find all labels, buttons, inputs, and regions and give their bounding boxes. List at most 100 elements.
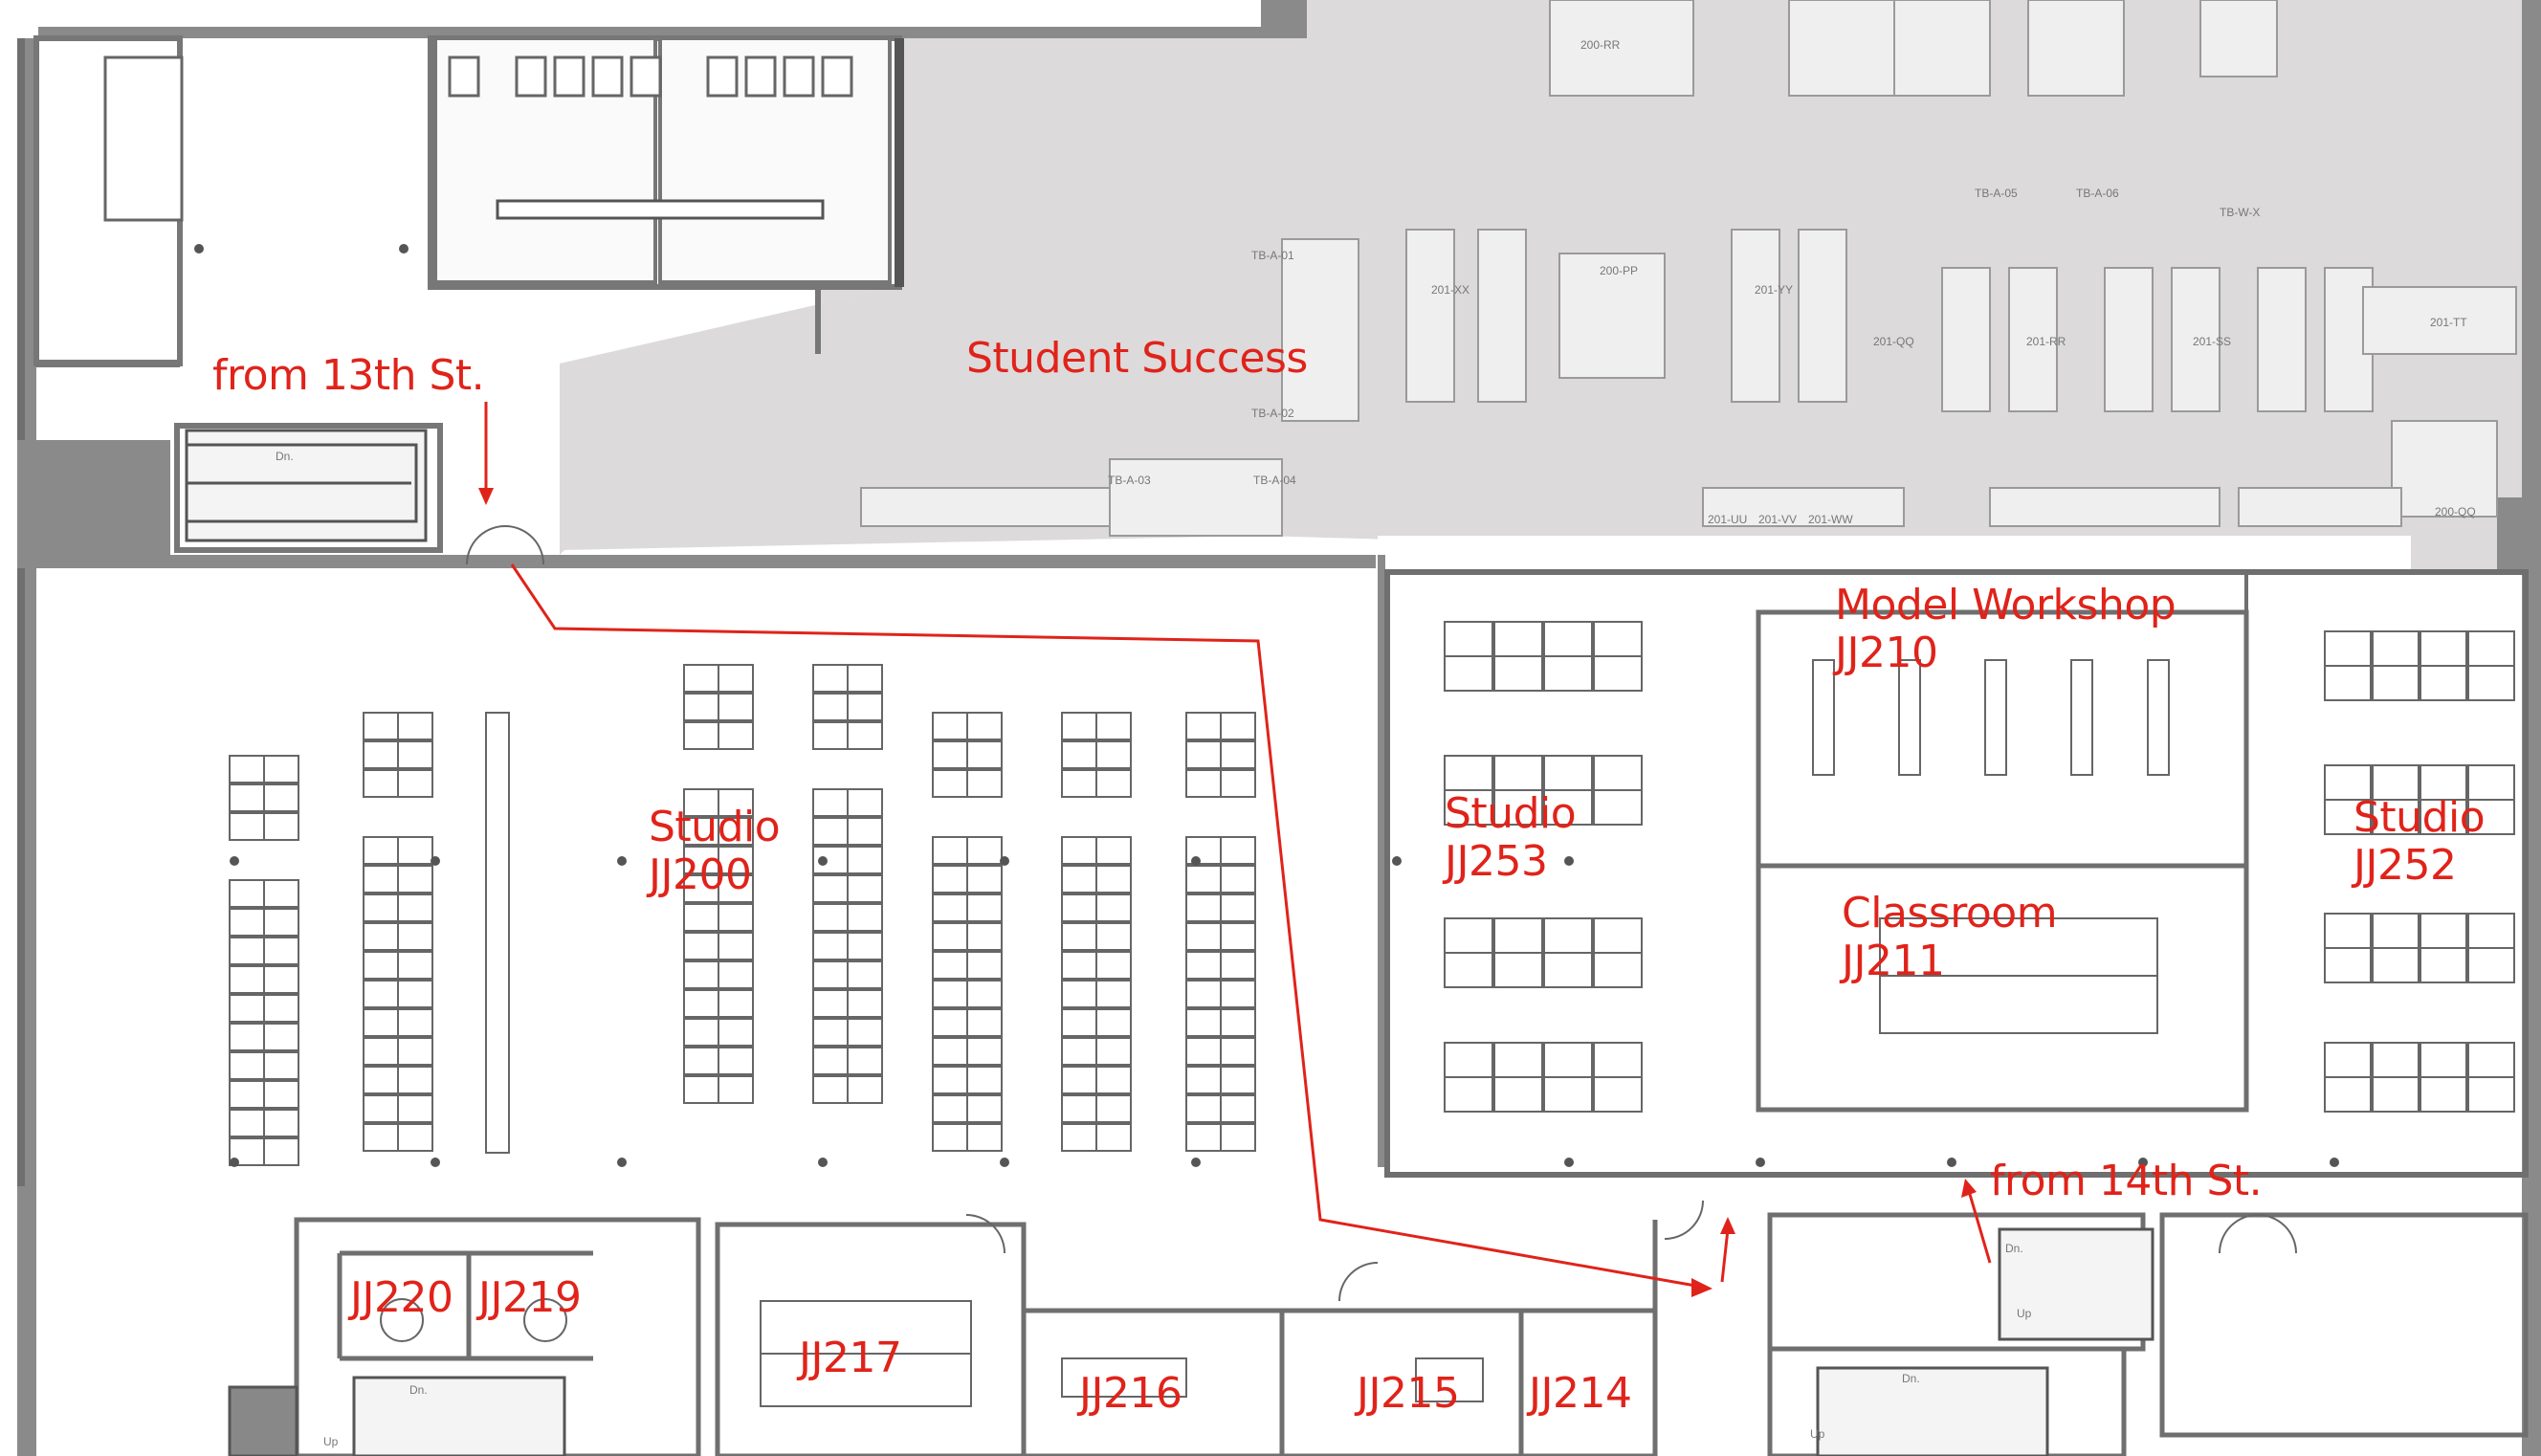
tag-dn4: Dn. xyxy=(2005,1242,2023,1255)
desk xyxy=(718,960,754,989)
desk xyxy=(1061,836,1097,865)
desk xyxy=(1185,1008,1222,1037)
desk xyxy=(229,908,265,937)
desk xyxy=(812,874,849,903)
desk xyxy=(263,812,299,841)
desk xyxy=(263,965,299,994)
desk xyxy=(1493,952,1543,988)
desk xyxy=(2467,1042,2515,1078)
desk xyxy=(363,893,399,922)
desk xyxy=(932,769,968,798)
tag-201qq: 201-QQ xyxy=(1873,335,1914,348)
desk xyxy=(2372,1076,2419,1113)
desk xyxy=(1185,865,1222,893)
desk xyxy=(1444,1042,1493,1078)
desk xyxy=(812,1075,849,1104)
label-studio-jj252: Studio JJ252 xyxy=(2353,793,2486,890)
desk xyxy=(812,693,849,721)
walking-route xyxy=(484,402,1992,1289)
column xyxy=(1191,1158,1201,1167)
desk xyxy=(1493,621,1543,657)
desk xyxy=(229,1023,265,1051)
desk xyxy=(263,783,299,812)
desk xyxy=(1543,621,1593,657)
desk xyxy=(847,817,883,846)
desk xyxy=(966,740,1003,769)
desk xyxy=(2372,799,2419,835)
desk xyxy=(1095,769,1132,798)
desk xyxy=(812,932,849,960)
desk xyxy=(812,989,849,1018)
desk xyxy=(1220,922,1256,951)
tag-tba05: TB-A-05 xyxy=(1975,187,2018,200)
desk xyxy=(2372,947,2419,983)
desk xyxy=(363,865,399,893)
desk xyxy=(932,1066,968,1094)
desk xyxy=(2372,630,2419,667)
desk xyxy=(812,1047,849,1075)
label-model-workshop-jj210: Model Workshop JJ210 xyxy=(1835,581,2176,677)
desk xyxy=(1593,917,1643,954)
desk xyxy=(1061,769,1097,798)
label-jj214: JJ214 xyxy=(1529,1369,1632,1418)
desk xyxy=(1061,922,1097,951)
tag-up1: Up xyxy=(323,1435,339,1448)
desk xyxy=(363,1066,399,1094)
desk xyxy=(2467,947,2515,983)
desk xyxy=(812,1018,849,1047)
desk xyxy=(229,965,265,994)
desk xyxy=(847,846,883,874)
tag-tba04: TB-A-04 xyxy=(1253,474,1296,487)
column xyxy=(818,856,828,866)
column xyxy=(230,1158,239,1167)
tag-201ww: 201-WW xyxy=(1808,513,1853,526)
desk xyxy=(932,922,968,951)
desk xyxy=(1543,1076,1593,1113)
desk xyxy=(847,989,883,1018)
studio-jj253-desks xyxy=(1444,621,1643,1113)
desk xyxy=(263,937,299,965)
desk xyxy=(966,1123,1003,1152)
desk xyxy=(1220,1037,1256,1066)
desk xyxy=(2467,764,2515,801)
desk xyxy=(1185,980,1222,1008)
structural-columns xyxy=(194,244,2339,1167)
desk xyxy=(263,994,299,1023)
desk xyxy=(363,951,399,980)
desk xyxy=(397,712,433,740)
tag-tba01: TB-A-01 xyxy=(1251,249,1294,262)
desk xyxy=(1061,1037,1097,1066)
label-jj219: JJ219 xyxy=(478,1273,582,1322)
desk xyxy=(1543,1042,1593,1078)
desk xyxy=(263,1023,299,1051)
desk xyxy=(2324,913,2372,949)
desk xyxy=(1061,1123,1097,1152)
desk xyxy=(1095,1066,1132,1094)
desk xyxy=(966,865,1003,893)
tag-up2: Up xyxy=(1810,1427,1825,1441)
desk xyxy=(263,908,299,937)
desk xyxy=(1543,917,1593,954)
desk xyxy=(1185,1094,1222,1123)
desk xyxy=(1220,893,1256,922)
desk xyxy=(2467,913,2515,949)
desk xyxy=(1185,1066,1222,1094)
desk xyxy=(1543,789,1593,826)
desk xyxy=(2419,947,2467,983)
desk xyxy=(683,817,719,846)
tag-tbwx: TB-W-X xyxy=(2220,206,2261,219)
desk xyxy=(397,1008,433,1037)
desk xyxy=(1593,655,1643,692)
desk xyxy=(966,893,1003,922)
desk xyxy=(683,788,719,817)
desk xyxy=(847,932,883,960)
studio-jj252-desks xyxy=(2324,630,2515,1113)
desk xyxy=(847,664,883,693)
desk xyxy=(363,712,399,740)
desk xyxy=(1593,789,1643,826)
desk xyxy=(683,721,719,750)
desk xyxy=(718,693,754,721)
desk xyxy=(1185,712,1222,740)
desk xyxy=(683,960,719,989)
desk xyxy=(1493,1042,1543,1078)
